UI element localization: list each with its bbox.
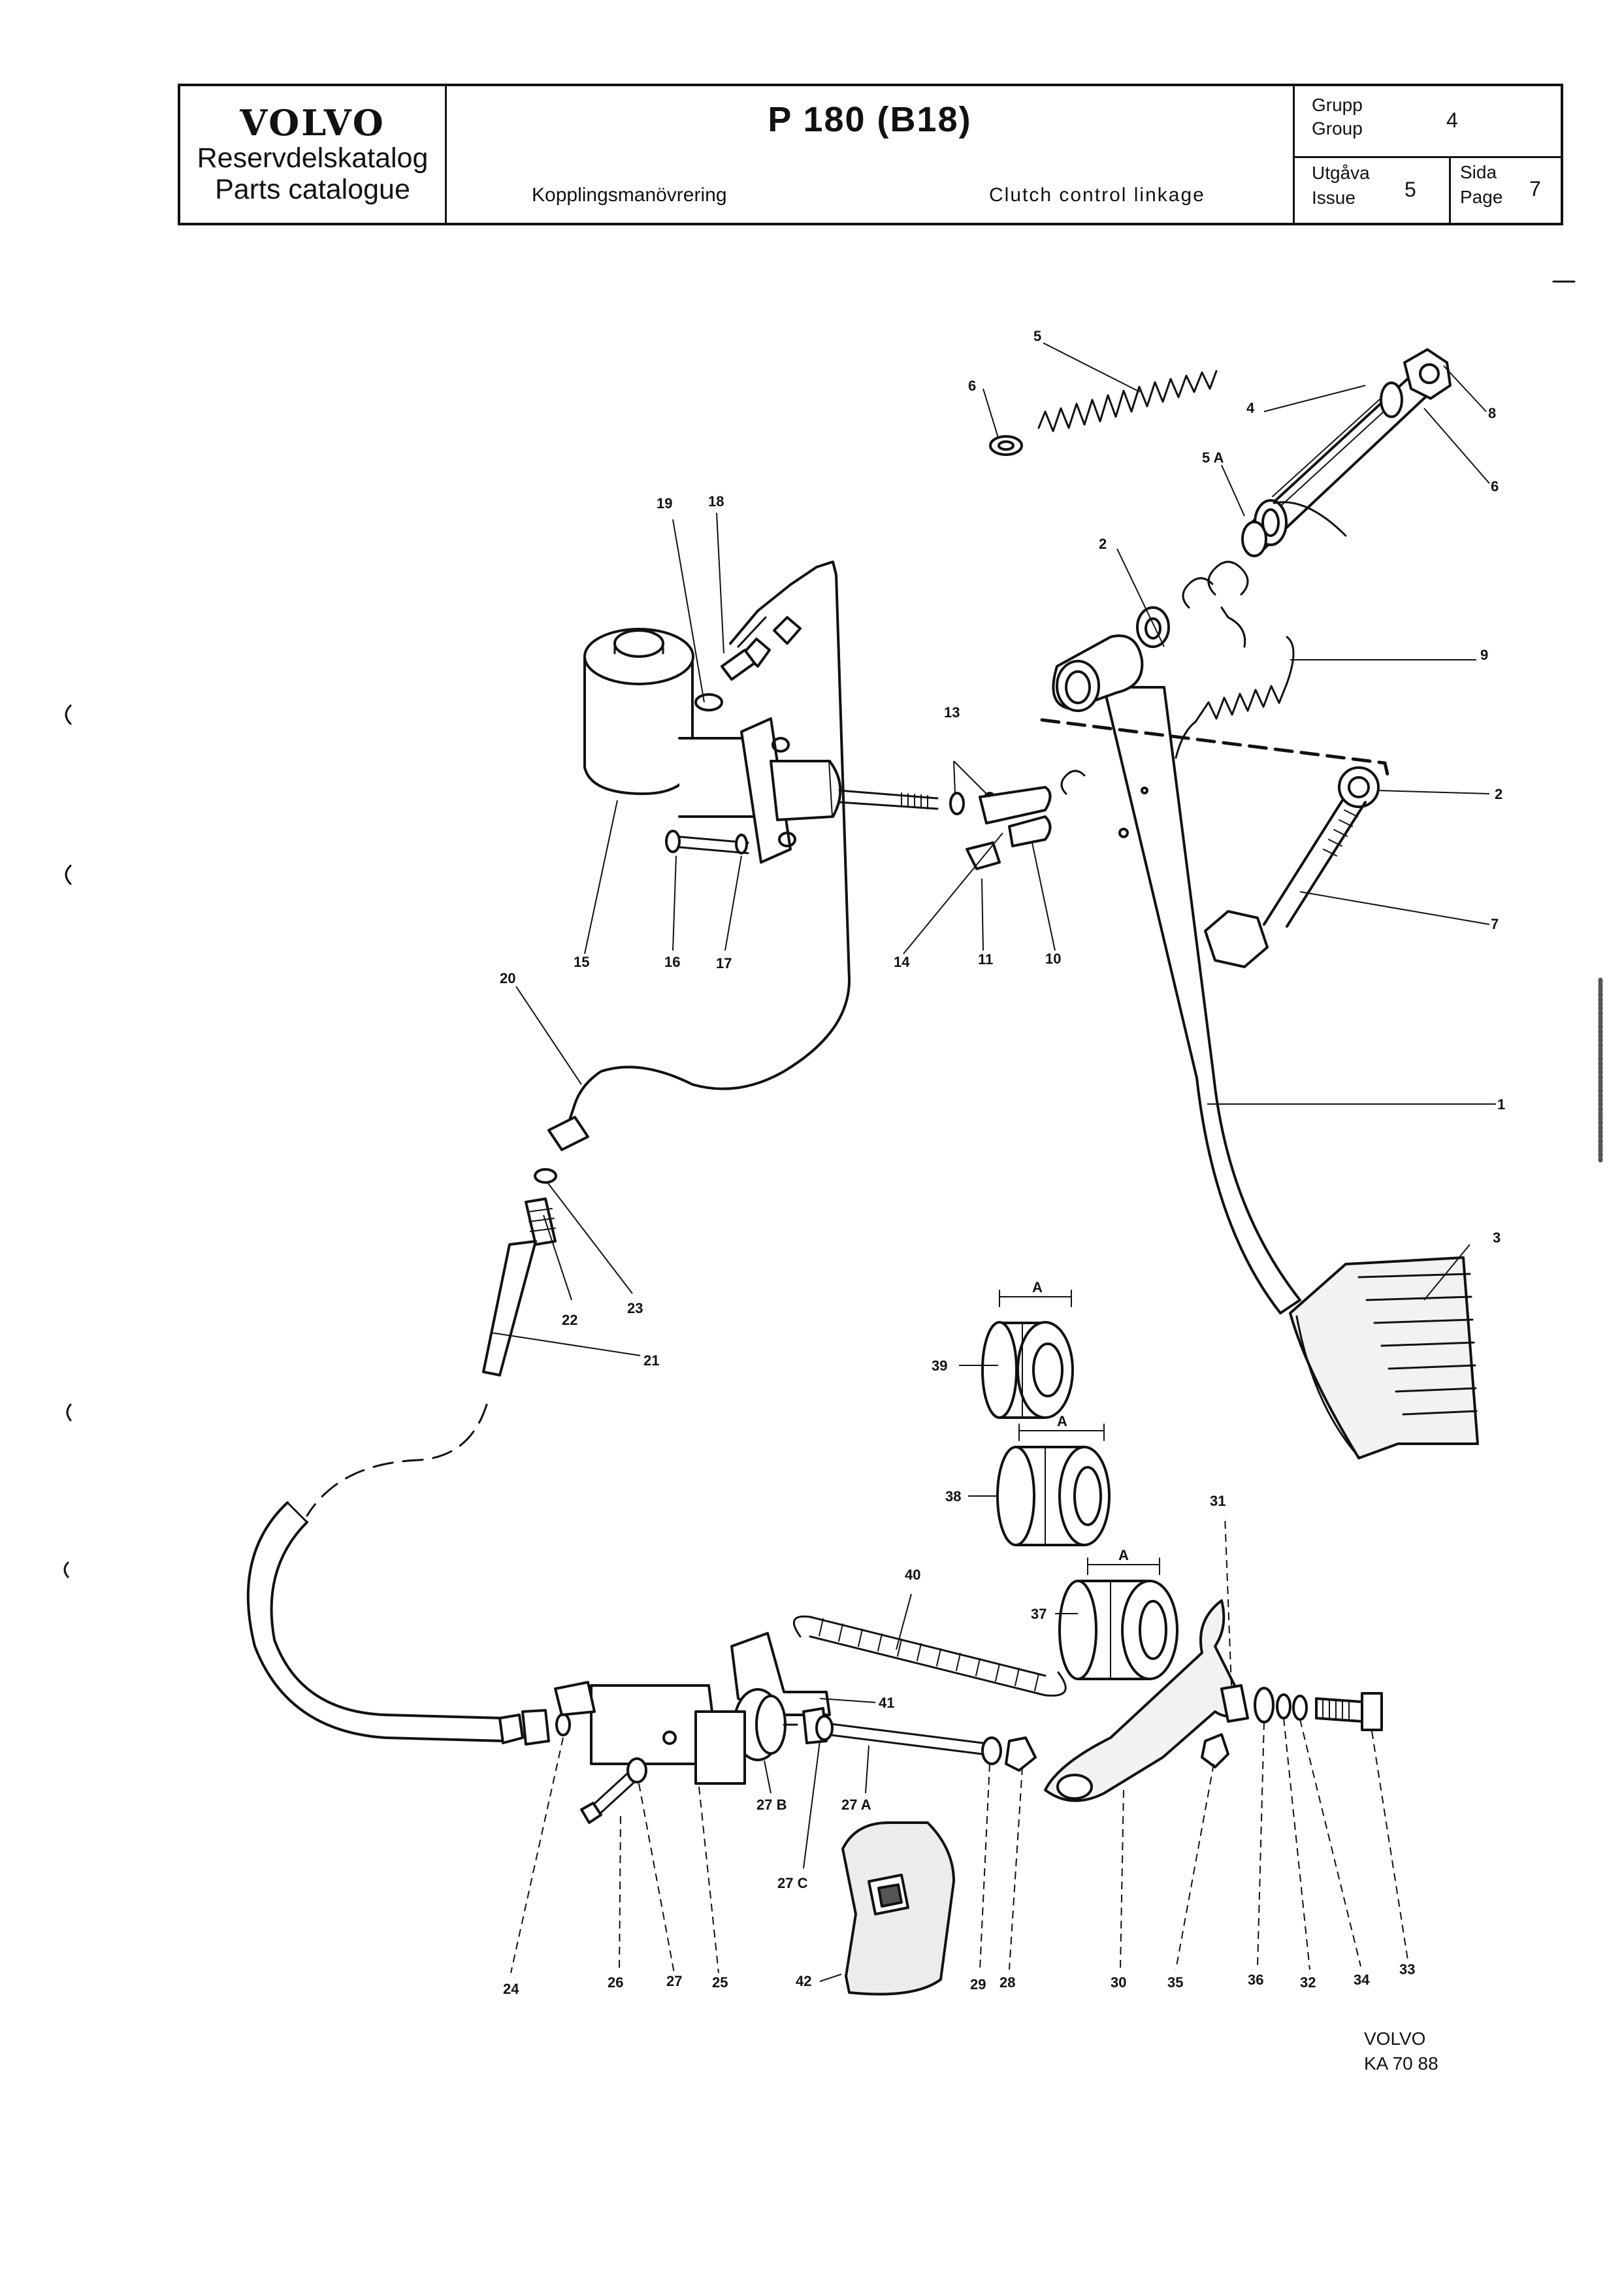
release-fork xyxy=(1044,1599,1242,1802)
catalog-title-sv: Reservdelskatalog xyxy=(197,142,429,174)
callout-36: 36 xyxy=(1248,1972,1263,1988)
flex-hose xyxy=(246,1501,504,1742)
callout-27a: 27 A xyxy=(841,1797,871,1813)
callout-32: 32 xyxy=(1300,1974,1316,1991)
callout-30: 30 xyxy=(1111,1974,1126,1991)
callout-3: 3 xyxy=(1493,1229,1501,1246)
callout-38: 38 xyxy=(945,1488,961,1505)
callout-1: 1 xyxy=(1497,1096,1505,1113)
group-label-en: Group xyxy=(1312,118,1363,138)
callout-28: 28 xyxy=(999,1974,1015,1991)
issue-label-sv: Utgåva xyxy=(1312,163,1370,183)
callout-6-left: 6 xyxy=(968,378,976,394)
footer-stamp: VOLVO KA 70 88 xyxy=(1364,2026,1438,2076)
callout-18: 18 xyxy=(708,493,724,510)
group-label-sv: Grupp xyxy=(1312,95,1363,115)
callout-7: 7 xyxy=(1491,916,1499,932)
group-row: Grupp Group 4 xyxy=(1295,86,1561,158)
page-label-sv: Sida xyxy=(1460,162,1497,182)
return-spring-40 xyxy=(809,1616,1047,1697)
callout-35: 35 xyxy=(1167,1974,1183,1991)
dimension-a-37: A xyxy=(1118,1547,1129,1563)
callout-25: 25 xyxy=(712,1974,728,1991)
section-title-en: Clutch control linkage xyxy=(989,184,1205,206)
dimension-a-39: A xyxy=(1032,1279,1043,1295)
title-block: P 180 (B18) Kopplingsmanövrering Clutch … xyxy=(447,86,1293,223)
callout-8: 8 xyxy=(1488,405,1496,421)
callout-40: 40 xyxy=(905,1567,920,1583)
callout-31: 31 xyxy=(1210,1493,1226,1509)
callout-27c: 27 C xyxy=(777,1875,808,1891)
catalog-title-en: Parts catalogue xyxy=(215,174,410,205)
callout-42: 42 xyxy=(796,1973,811,1989)
callout-13: 13 xyxy=(944,704,960,721)
callout-2-bushing: 2 xyxy=(1495,786,1502,802)
pedal-arm xyxy=(1103,686,1301,1314)
callout-41: 41 xyxy=(879,1695,894,1711)
callout-5: 5 xyxy=(1033,328,1041,344)
issue-label-en: Issue xyxy=(1312,187,1356,208)
model-title: P 180 (B18) xyxy=(768,100,972,139)
group-value: 4 xyxy=(1446,108,1458,132)
callout-34: 34 xyxy=(1354,1972,1370,1988)
coil-spring-5 xyxy=(1037,370,1218,432)
hose-connector xyxy=(482,1240,537,1376)
issue-value: 5 xyxy=(1405,178,1416,201)
callout-4: 4 xyxy=(1246,400,1255,416)
page-cell: Sida Page 7 xyxy=(1449,156,1565,223)
footer-code: KA 70 88 xyxy=(1364,2053,1438,2074)
callout-27: 27 xyxy=(666,1973,682,1989)
callout-17: 17 xyxy=(716,955,732,971)
section-title-sv: Kopplingsmanövrering xyxy=(532,184,727,206)
callout-29: 29 xyxy=(970,1976,986,1993)
catalog-header: VOLVO Reservdelskatalog Parts catalogue … xyxy=(178,84,1563,225)
callout-10: 10 xyxy=(1045,951,1061,967)
callout-14: 14 xyxy=(894,954,910,970)
page-value: 7 xyxy=(1529,177,1541,201)
callout-24: 24 xyxy=(503,1981,519,1997)
callout-20: 20 xyxy=(500,970,515,986)
callout-37: 37 xyxy=(1031,1606,1047,1622)
callout-27b: 27 B xyxy=(756,1797,787,1813)
dimension-a-38: A xyxy=(1057,1413,1067,1429)
callout-5a: 5 A xyxy=(1202,449,1224,466)
pedal-pad xyxy=(1289,1256,1479,1459)
callout-19: 19 xyxy=(657,495,672,512)
page-label-en: Page xyxy=(1460,187,1503,207)
callout-33: 33 xyxy=(1399,1961,1415,1978)
callout-23: 23 xyxy=(627,1300,643,1316)
callout-39: 39 xyxy=(932,1358,947,1374)
callout-9: 9 xyxy=(1480,647,1488,663)
callout-21: 21 xyxy=(643,1352,659,1369)
callout-22: 22 xyxy=(562,1312,577,1328)
callout-11: 11 xyxy=(978,951,993,968)
callout-15: 15 xyxy=(574,954,589,970)
brand-block: VOLVO Reservdelskatalog Parts catalogue xyxy=(180,86,447,223)
callout-6-right: 6 xyxy=(1491,478,1499,495)
callout-26: 26 xyxy=(608,1974,623,1991)
return-spring-9 xyxy=(1194,682,1288,723)
meta-block: Grupp Group 4 Utgåva Issue 5 Sida Page 7 xyxy=(1293,86,1561,223)
volvo-logo: VOLVO xyxy=(240,102,385,144)
footer-brand: VOLVO xyxy=(1364,2028,1426,2049)
callout-16: 16 xyxy=(664,954,680,970)
callout-2: 2 xyxy=(1099,536,1107,552)
